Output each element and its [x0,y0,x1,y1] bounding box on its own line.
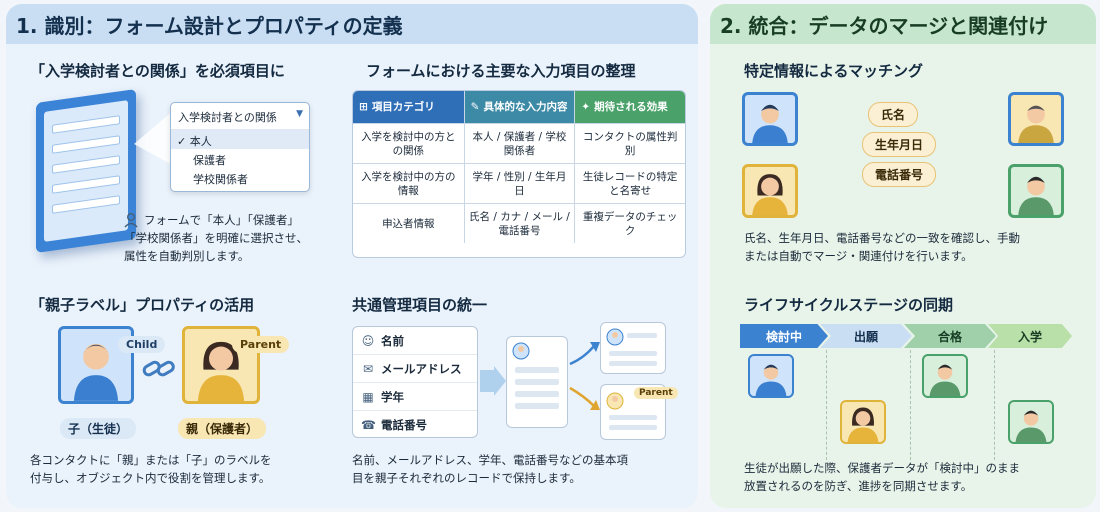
link-chain-icon [142,360,175,377]
matching-desc-line-1: 氏名、生年月日、電話番号などの一致を確認し、手動 [744,231,1020,245]
integration-panel: 2. 統合：データのマージと関連付け 特定情報によるマッチング 氏名 生年月日 … [710,4,1096,508]
callout-connector [134,110,174,166]
stage-accepted-avatar [922,354,968,398]
child-record-card [600,322,666,374]
table-cell: 本人 / 保護者 / 学校関係者 [463,124,575,163]
table-header-category: ⊞項目カテゴリ [353,91,464,123]
table-header-content: ✎具体的な入力内容 [463,91,575,123]
identification-panel-title: 1. 識別：フォーム設計とプロパティの定義 [6,4,698,44]
relationship-dropdown[interactable]: 入学検討者との関係 ▼ ✓ 本人 保護者 学校関係者 [170,102,310,192]
stage-divider [910,350,911,460]
input-table-title: フォームにおける主要な入力項目の整理 [366,62,636,80]
table-cell: 氏名 / カナ / メール / 電話番号 [463,204,575,243]
label-desc-line-1: 各コンタクトに「親」または「子」のラベルを [30,453,272,467]
form-monitor-illustration [36,88,136,254]
calendar-icon: ▦ [362,389,374,404]
table-cell: 生徒レコードの特定と名寄せ [574,164,685,203]
match-key-phone: 電話番号 [862,162,937,187]
table-header-effect: ✦期待される効果 [574,91,685,123]
student-avatar-1 [742,92,798,146]
dropdown-label: 入学検討者との関係 [178,111,277,124]
user-settings-icon [124,213,138,228]
relationship-desc-line-2: 「学校関係者」を明確に選択させ、 [124,231,308,245]
parent-caption: 親（保護者） [178,418,267,439]
check-icon: ✓ [177,135,187,148]
table-row: 入学を検討中の方の情報 学年 / 性別 / 生年月日 生徒レコードの特定と名寄せ [353,163,685,203]
chevron-down-icon: ▼ [296,109,303,119]
table-cell: 申込者情報 [382,217,435,230]
split-arrows [569,342,600,410]
person-icon: ☺ [361,333,375,348]
arrow-right-icon [480,366,506,396]
identification-panel: 1. 識別：フォーム設計とプロパティの定義 「入学検討者との関係」を必須項目に … [6,4,698,508]
field-row-email: ✉メールアドレス [353,355,477,383]
common-fields-card: ☺名前 ✉メールアドレス ▦学年 ☎電話番号 [352,326,478,438]
label-property-title: 「親子ラベル」プロパティの活用 [30,296,255,314]
child-tag: Child [118,336,166,353]
lifecycle-section-title: ライフサイクルステージの同期 [744,296,953,314]
edit-icon: ✎ [470,101,480,113]
sparkle-icon: ✦ [581,101,591,113]
guardian-avatar-1 [742,164,798,218]
table-cell: 重複データのチェック [574,204,685,243]
parent-record-tag: Parent [634,387,678,399]
common-desc-line-1: 名前、メールアドレス、学年、電話番号などの基本項 [352,453,628,467]
dropdown-option-guardian[interactable]: 保護者 [193,154,226,167]
relationship-desc-line-1: フォームで「本人」「保護者」 [144,213,299,227]
stage-enrolled-avatar [1008,400,1054,444]
stage-application: 出願 [820,324,912,348]
table-row: 入学を検討中の方との関係 本人 / 保護者 / 学校関係者 コンタクトの属性判別 [353,123,685,163]
match-key-name: 氏名 [868,102,919,127]
input-items-table: ⊞項目カテゴリ ✎具体的な入力内容 ✦期待される効果 入学を検討中の方との関係 … [352,90,686,258]
matching-desc-line-2: または自動でマージ・関連付けを行います。 [744,249,973,263]
relationship-section-title: 「入学検討者との関係」を必須項目に [30,62,285,80]
merged-record-card [506,336,568,428]
child-caption: 子（生徒） [60,418,137,439]
dropdown-option-school[interactable]: 学校関係者 [193,173,248,186]
parent-tag: Parent [232,336,290,353]
field-row-phone: ☎電話番号 [361,418,427,432]
table-cell: コンタクトの属性判別 [574,124,685,163]
student-avatar-2 [1008,164,1064,218]
field-row-grade: ▦学年 [353,383,477,411]
hierarchy-icon: ⊞ [359,101,368,113]
stage-student-avatar [748,354,794,398]
relationship-desc-line-3: 属性を自動判別します。 [124,249,250,263]
lifecycle-desc-line-1: 生徒が出願した際、保護者データが「検討中」のまま [744,461,1020,475]
mail-icon: ✉ [362,361,374,376]
stage-accepted: 合格 [904,324,996,348]
phone-icon: ☎ [361,418,376,432]
table-row: 申込者情報 氏名 / カナ / メール / 電話番号 重複データのチェック [353,203,685,243]
common-fields-title: 共通管理項目の統一 [352,296,488,314]
stage-enrolled: 入学 [988,324,1072,348]
match-key-birthdate: 生年月日 [862,132,937,157]
stage-guardian-avatar [840,400,886,444]
matching-section-title: 特定情報によるマッチング [744,62,923,80]
integration-panel-title: 2. 統合：データのマージと関連付け [710,4,1096,44]
stage-divider [994,350,995,460]
dropdown-option-self[interactable]: ✓ 本人 [171,130,309,149]
field-row-name: ☺名前 [353,327,477,355]
table-cell: 学年 / 性別 / 生年月日 [463,164,575,203]
table-header-row: ⊞項目カテゴリ ✎具体的な入力内容 ✦期待される効果 [353,91,685,123]
table-cell: 入学を検討中の方の情報 [361,170,456,197]
common-desc-line-2: 目を親子それぞれのレコードで保持します。 [352,471,581,485]
lifecycle-desc-line-2: 放置されるのを防ぎ、進捗を同期させます。 [744,479,973,493]
table-cell: 入学を検討中の方との関係 [361,130,456,157]
guardian-avatar-2 [1008,92,1064,146]
label-desc-line-2: 付与し、オブジェクト内で役割を管理します。 [30,471,271,485]
stage-considering: 検討中 [740,324,828,348]
stage-divider [826,350,827,460]
